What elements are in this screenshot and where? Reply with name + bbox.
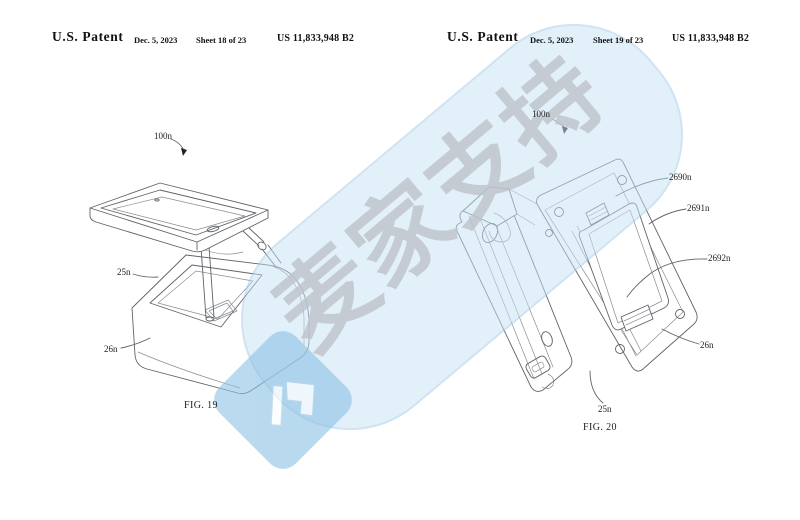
patent-title: U.S. Patent bbox=[52, 29, 124, 44]
figure-caption-fig19: FIG. 19 bbox=[184, 400, 218, 411]
ref-label-26n: 26n bbox=[700, 340, 714, 350]
publication-number: US 11,833,948 B2 bbox=[277, 33, 355, 44]
ref-label-25n: 25n bbox=[117, 267, 131, 277]
patent-date: Dec. 5, 2023 bbox=[134, 35, 178, 45]
sheet-number: Sheet 19 of 23 bbox=[593, 35, 644, 45]
ref-label-2692n: 2692n bbox=[708, 253, 731, 263]
patent-title: U.S. Patent bbox=[447, 29, 519, 44]
ref-label-100n: 100n bbox=[532, 109, 550, 119]
figure-caption-fig20: FIG. 20 bbox=[583, 422, 617, 433]
watermark-logo bbox=[206, 323, 360, 477]
watermark-logo-glyph bbox=[270, 380, 316, 427]
sheet-number: Sheet 18 of 23 bbox=[196, 35, 247, 45]
ref-label-100n: 100n bbox=[154, 131, 172, 141]
ref-label-2690n: 2690n bbox=[669, 172, 692, 182]
fig19-tray bbox=[90, 183, 268, 252]
ref-label-26n: 26n bbox=[104, 344, 118, 354]
ref-label-2691n: 2691n bbox=[687, 203, 710, 213]
publication-number: US 11,833,948 B2 bbox=[672, 33, 750, 44]
leader-arrowhead bbox=[181, 148, 187, 156]
fig19-leader-lines bbox=[121, 139, 187, 348]
patent-date: Dec. 5, 2023 bbox=[530, 35, 574, 45]
ref-label-25n: 25n bbox=[598, 404, 612, 414]
